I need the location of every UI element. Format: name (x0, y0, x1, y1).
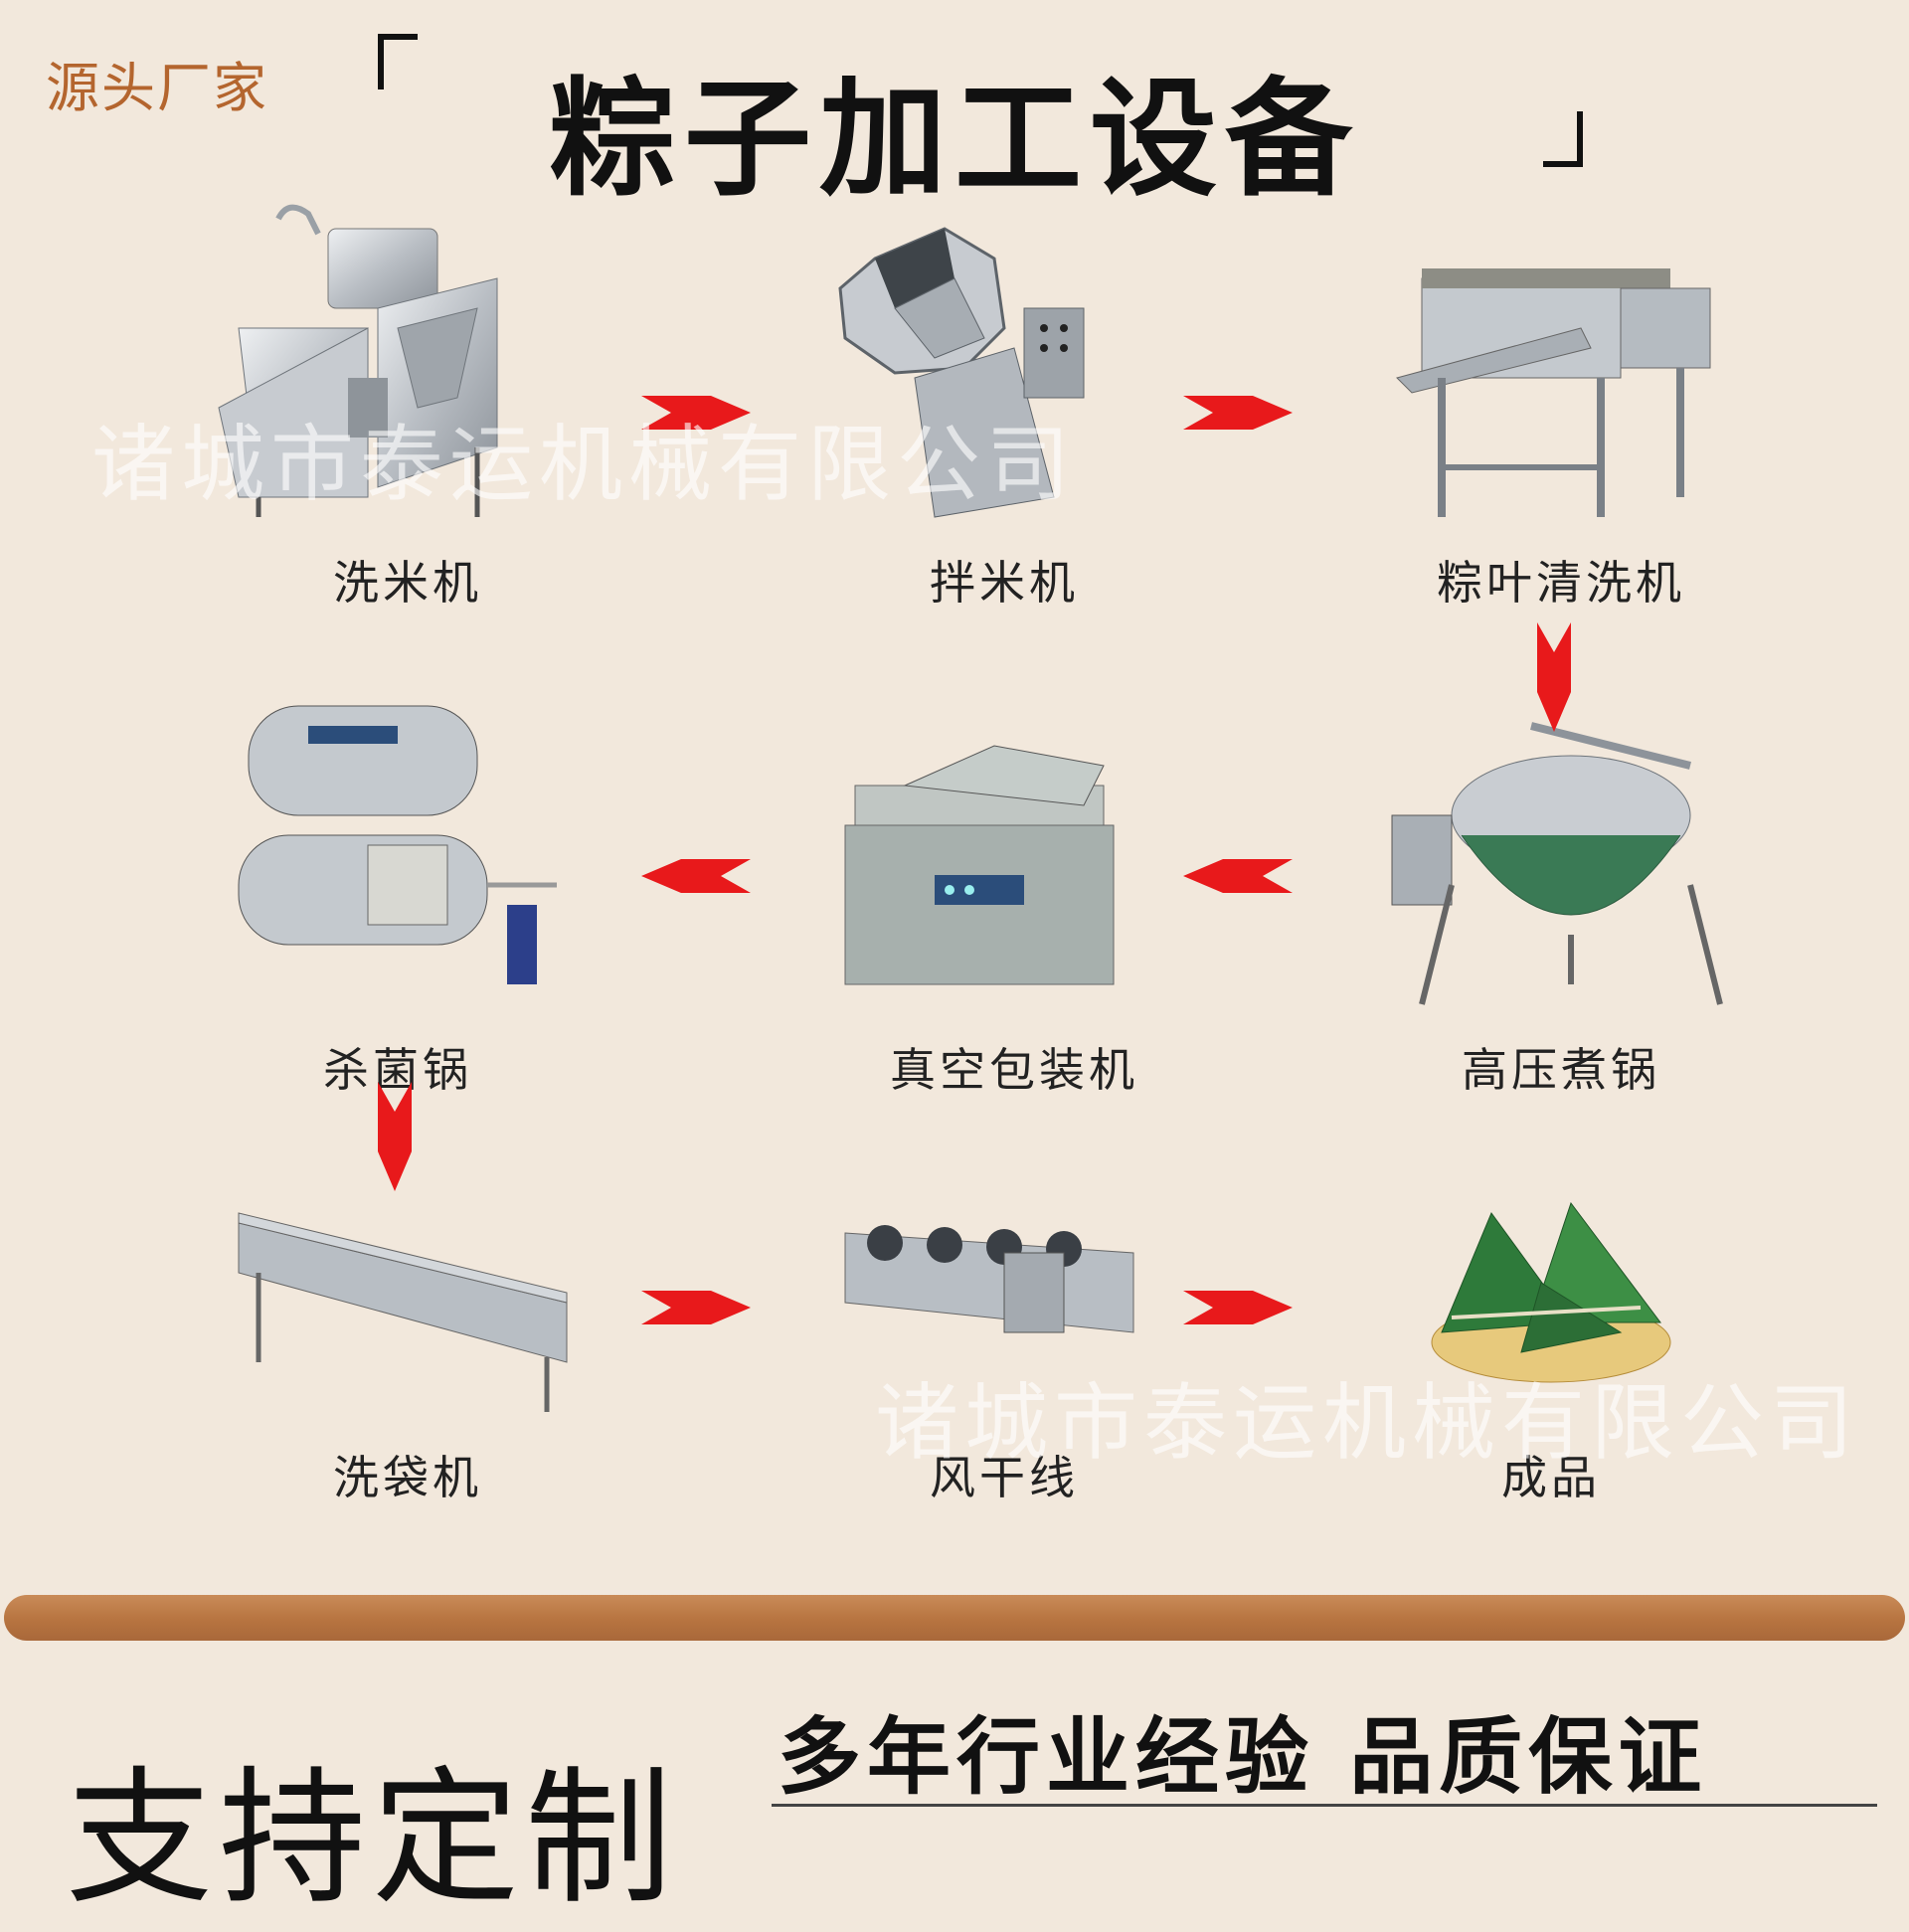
air-dryer-image (795, 1124, 1213, 1422)
step-label: 粽叶清洗机 (1437, 556, 1685, 610)
watermark: 诸城市泰运机械有限公司 (875, 1374, 1860, 1472)
flow-arrow-icon (641, 1291, 751, 1324)
bag-washer-image (199, 1124, 616, 1422)
step-rice-mixer: 拌米机 (795, 199, 1213, 613)
watermark: 诸城市泰运机械有限公司 (91, 416, 1077, 513)
source-label: 源头厂家 (46, 57, 268, 119)
step-rice-washer: 洗米机 (199, 199, 616, 613)
step-sterilizer: 杀菌锅 (189, 686, 607, 1100)
flow-arrow-icon (1537, 622, 1571, 732)
step-label: 真空包装机 (890, 1043, 1138, 1097)
custom-support-label: 支持定制 (66, 1753, 678, 1924)
step-label: 风干线 (930, 1451, 1079, 1504)
slogan-underline (772, 1804, 1877, 1807)
step-label: 洗米机 (333, 556, 482, 610)
flow-arrow-icon (641, 859, 751, 893)
step-label: 杀菌锅 (323, 1043, 472, 1097)
step-label: 成品 (1501, 1451, 1601, 1504)
flow-arrow-icon (1183, 859, 1293, 893)
leaf-washer-image (1352, 199, 1770, 527)
step-label: 高压煮锅 (1462, 1043, 1660, 1097)
rice-mixer-image (795, 199, 1213, 527)
step-bag-washer: 洗袋机 (199, 1124, 616, 1507)
flow-arrow-icon (1183, 396, 1293, 430)
flow-arrow-icon (1183, 1291, 1293, 1324)
slogan: 多年行业经验 品质保证 (778, 1708, 1708, 1806)
flow-arrow-icon (378, 1082, 412, 1191)
pressure-cooker-image (1352, 686, 1770, 1014)
vacuum-packer-image (805, 686, 1223, 1014)
page-title: 粽子加工设备 (548, 66, 1360, 214)
step-label: 拌米机 (930, 556, 1079, 610)
divider-bar (4, 1595, 1905, 1641)
sterilizer-image (189, 686, 607, 1014)
title-bracket-close (1543, 111, 1583, 167)
step-pressure-cooker: 高压煮锅 (1352, 686, 1770, 1100)
flow-arrow-icon (641, 396, 751, 430)
step-leaf-washer: 粽叶清洗机 (1352, 199, 1770, 613)
title-bracket-open (378, 34, 418, 89)
step-product: 成品 (1342, 1124, 1760, 1507)
product-image (1342, 1124, 1760, 1422)
rice-washer-image (199, 199, 616, 527)
step-vacuum-packer: 真空包装机 (805, 686, 1223, 1100)
step-label: 洗袋机 (333, 1451, 482, 1504)
step-air-dryer: 风干线 (795, 1124, 1213, 1507)
